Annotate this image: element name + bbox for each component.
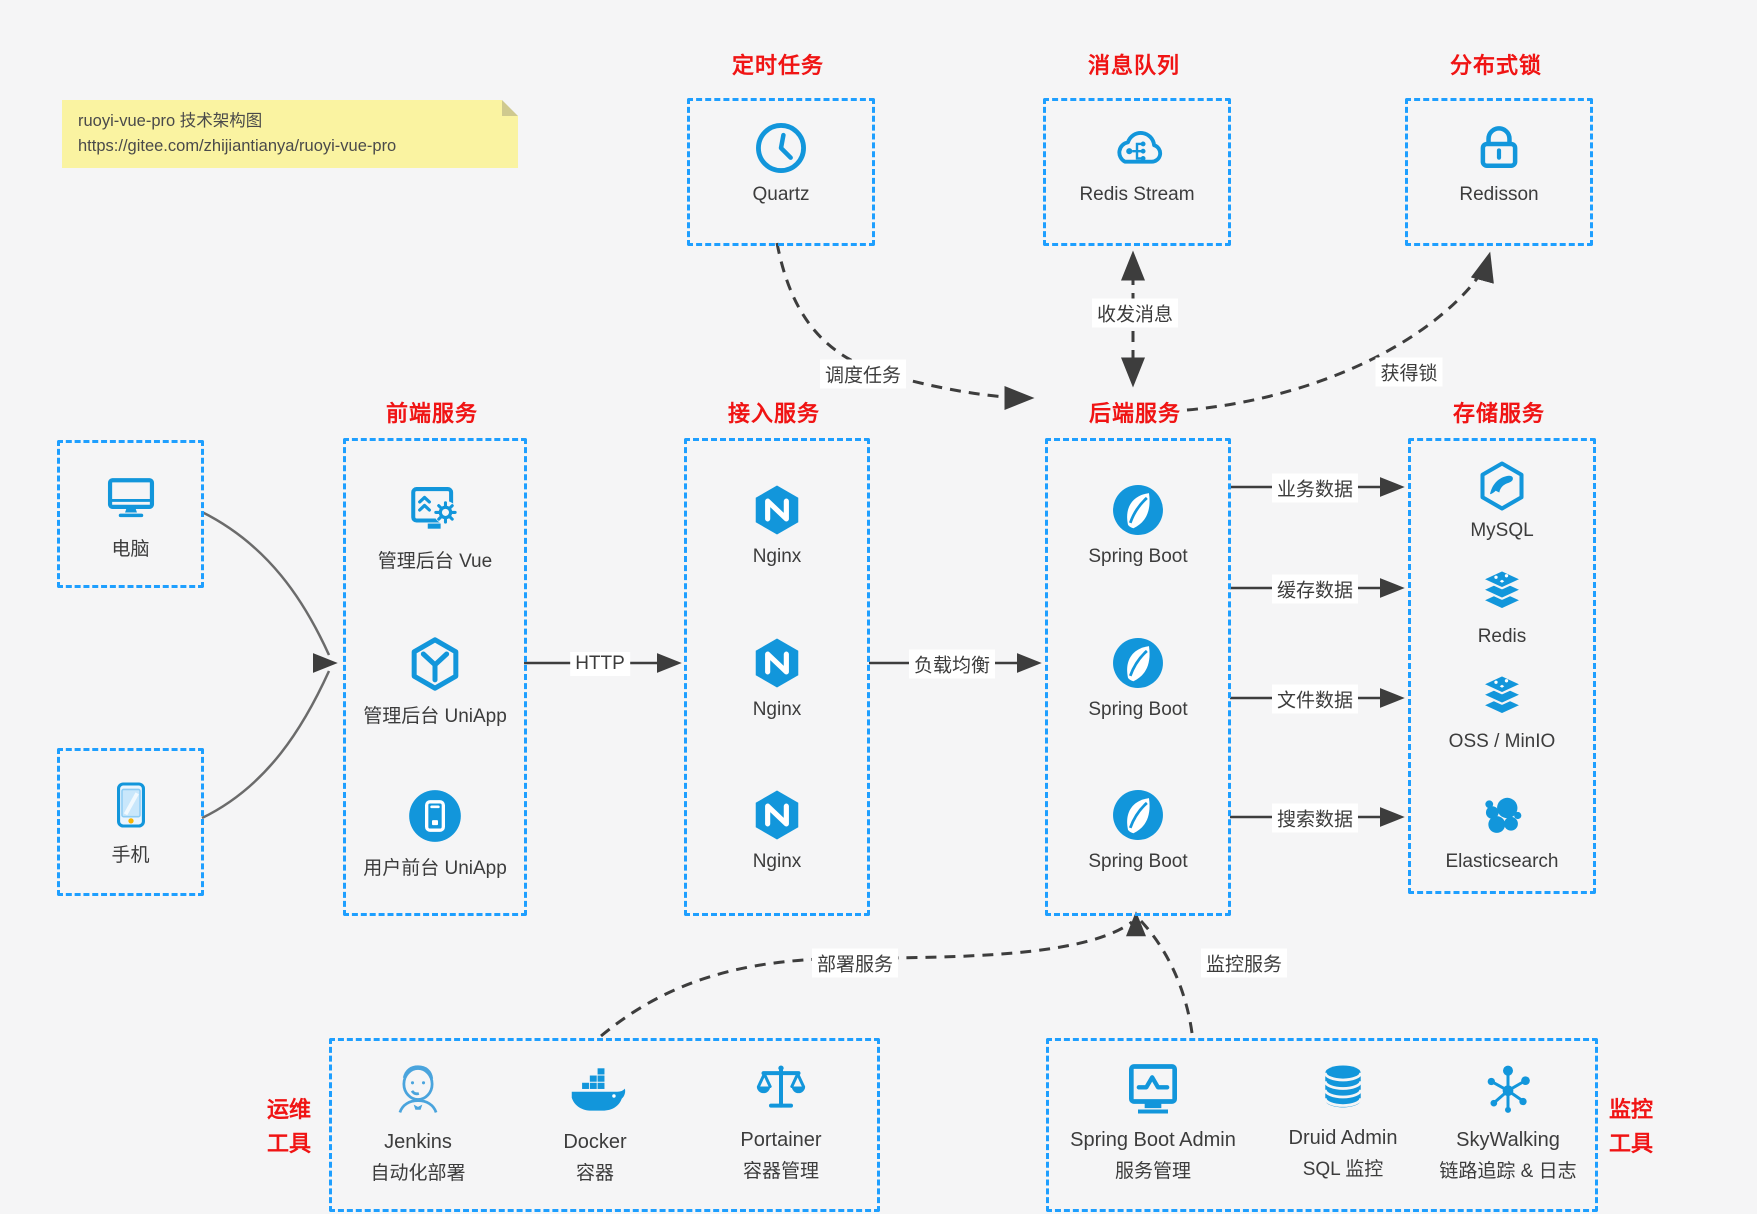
docker-icon: [495, 1059, 695, 1121]
title-message-queue: 消息队列: [1087, 53, 1180, 78]
tool-desc: 链路追踪 & 日志: [1439, 1161, 1577, 1182]
edge-label-cache-data: 缓存数据: [1271, 574, 1359, 604]
edge-label-load-balance: 负载均衡: [908, 649, 996, 679]
uniapp-cube-icon: [346, 634, 524, 694]
item-label: Nginx: [752, 546, 802, 567]
note-url: https://gitee.com/zhijiantianya/ruoyi-vu…: [78, 137, 397, 155]
item-label: Elasticsearch: [1445, 851, 1559, 872]
edge-acquire-lock: [1186, 251, 1494, 412]
edge-label-file-data: 文件数据: [1271, 684, 1359, 714]
portainer-scales-icon: [681, 1059, 881, 1119]
tool-name: Druid Admin: [1288, 1127, 1398, 1149]
box-frontend: 管理后台 Vue 管理后台 UniApp 用户前台 UniApp: [343, 438, 527, 916]
edge-label-search-data: 搜索数据: [1271, 803, 1359, 833]
note-title: ruoyi-vue-pro 技术架构图: [78, 112, 263, 130]
nginx-icon: [687, 634, 867, 692]
title-storage: 存储服务: [1452, 401, 1545, 426]
item-label: Spring Boot: [1088, 546, 1188, 567]
item-label: Spring Boot: [1088, 699, 1188, 720]
box-backend: Spring Boot Spring Boot Spring Boot: [1045, 438, 1231, 916]
jenkins-icon: [318, 1059, 518, 1121]
item-label: Nginx: [752, 851, 802, 872]
edge-label-http: HTTP: [570, 652, 630, 676]
tool-desc: 服务管理: [1114, 1161, 1191, 1182]
item-label: 用户前台 UniApp: [363, 858, 507, 879]
box-client-desktop: 电脑: [57, 440, 204, 588]
tool-name: Jenkins: [384, 1131, 452, 1153]
client-label: 手机: [111, 845, 150, 866]
client-label: 电脑: [111, 539, 150, 560]
item-label: 管理后台 UniApp: [363, 706, 507, 727]
desktop-icon: [60, 469, 201, 527]
mysql-icon: [1411, 459, 1593, 513]
spring-boot-admin-icon: [1053, 1059, 1253, 1119]
title-frontend: 前端服务: [385, 401, 478, 426]
edge-phone-to-frontend: [201, 670, 331, 820]
nginx-icon: [687, 786, 867, 844]
tool-name: SkyWalking: [1456, 1129, 1560, 1151]
item-label: Spring Boot: [1088, 851, 1188, 872]
item-label: Redis Stream: [1079, 184, 1195, 205]
phone-icon: [60, 777, 201, 833]
redis-stack-icon: [1411, 565, 1593, 619]
lock-icon: [1408, 119, 1590, 177]
edge-label-monitor: 监控服务: [1200, 948, 1288, 978]
skywalking-network-icon: [1408, 1059, 1608, 1119]
title-scheduled-task: 定时任务: [731, 53, 824, 78]
box-distributed-lock: Redisson: [1405, 98, 1593, 246]
edge-label-schedule: 调度任务: [819, 359, 907, 389]
box-monitor-tools: Spring Boot Admin 服务管理 Druid Admin SQL 监…: [1046, 1038, 1598, 1212]
box-storage: MySQL Redis: [1408, 438, 1596, 894]
item-label: 管理后台 Vue: [377, 551, 493, 572]
spring-boot-icon: [1048, 481, 1228, 539]
box-access: Nginx Nginx Nginx: [684, 438, 870, 916]
sticky-note: ruoyi-vue-pro 技术架构图 https://gitee.com/zh…: [62, 100, 518, 168]
tool-desc: 容器管理: [742, 1161, 819, 1182]
oss-minio-icon: [1411, 670, 1593, 724]
edge-label-business-data: 业务数据: [1271, 473, 1359, 503]
item-label: Redis: [1477, 626, 1527, 647]
clock-icon: [690, 119, 872, 177]
tool-name: Spring Boot Admin: [1070, 1129, 1236, 1151]
tool-name: Docker: [563, 1131, 627, 1153]
edge-deploy: [600, 920, 1133, 1038]
box-client-phone: 手机: [57, 748, 204, 896]
tool-desc: 容器: [575, 1163, 614, 1184]
elasticsearch-icon: [1411, 790, 1593, 844]
cloud-mq-icon: [1046, 119, 1228, 177]
spring-boot-icon: [1048, 786, 1228, 844]
tool-name: Portainer: [740, 1129, 822, 1151]
edge-label-deploy: 部署服务: [811, 948, 899, 978]
user-app-icon: [346, 786, 524, 846]
box-ops-tools: Jenkins 自动化部署 Docker 容器: [329, 1038, 880, 1212]
edge-monitor: [1139, 919, 1194, 1034]
edge-label-acquire-lock: 获得锁: [1375, 357, 1443, 387]
item-label: MySQL: [1470, 520, 1534, 541]
title-distributed-lock: 分布式锁: [1449, 53, 1542, 78]
title-backend: 后端服务: [1088, 401, 1181, 426]
item-label: Redisson: [1459, 184, 1539, 205]
label-ops-tools: 运维 工具: [266, 1097, 311, 1156]
edge-desktop-to-frontend: [201, 510, 331, 656]
spring-boot-icon: [1048, 634, 1228, 692]
edge-label-message: 收发消息: [1091, 298, 1179, 328]
item-label: Nginx: [752, 699, 802, 720]
tool-desc: 自动化部署: [370, 1163, 466, 1184]
item-label: Quartz: [752, 184, 810, 205]
druid-database-icon: [1243, 1059, 1443, 1117]
title-access: 接入服务: [727, 401, 820, 426]
nginx-icon: [687, 481, 867, 539]
admin-vue-icon: [346, 481, 524, 539]
item-label: OSS / MinIO: [1448, 731, 1556, 752]
box-scheduled-task: Quartz: [687, 98, 875, 246]
label-monitor-tools: 监控 工具: [1608, 1097, 1653, 1156]
tool-desc: SQL 监控: [1302, 1159, 1384, 1180]
box-message-queue: Redis Stream: [1043, 98, 1231, 246]
